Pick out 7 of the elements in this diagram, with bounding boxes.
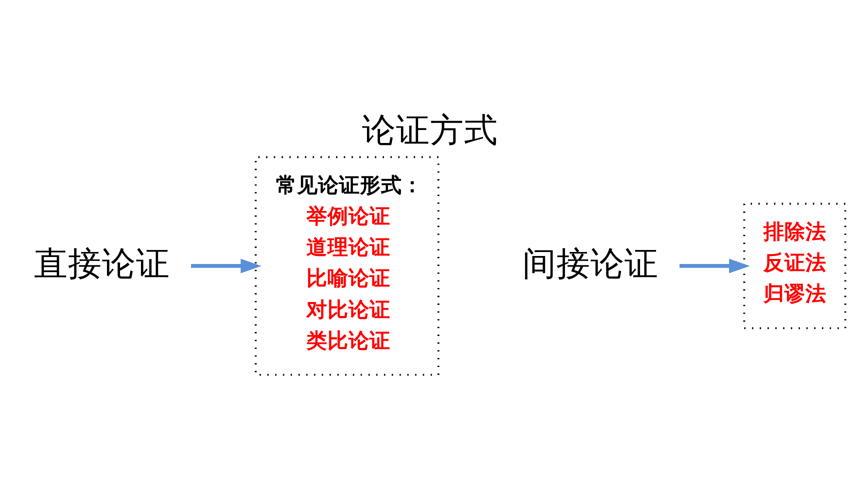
diagram-title: 论证方式 [362,110,498,150]
node-box: 排除法 反证法 归谬法 [743,202,846,330]
node-text: 间接论证 [522,244,659,283]
node-text: 直接论证 [34,244,170,283]
arrow [191,258,262,274]
arrow [680,258,750,274]
node-box: 常见论证形式： 举例论证 道理论证 比喻论证 对比论证 类比论证 [254,156,440,376]
